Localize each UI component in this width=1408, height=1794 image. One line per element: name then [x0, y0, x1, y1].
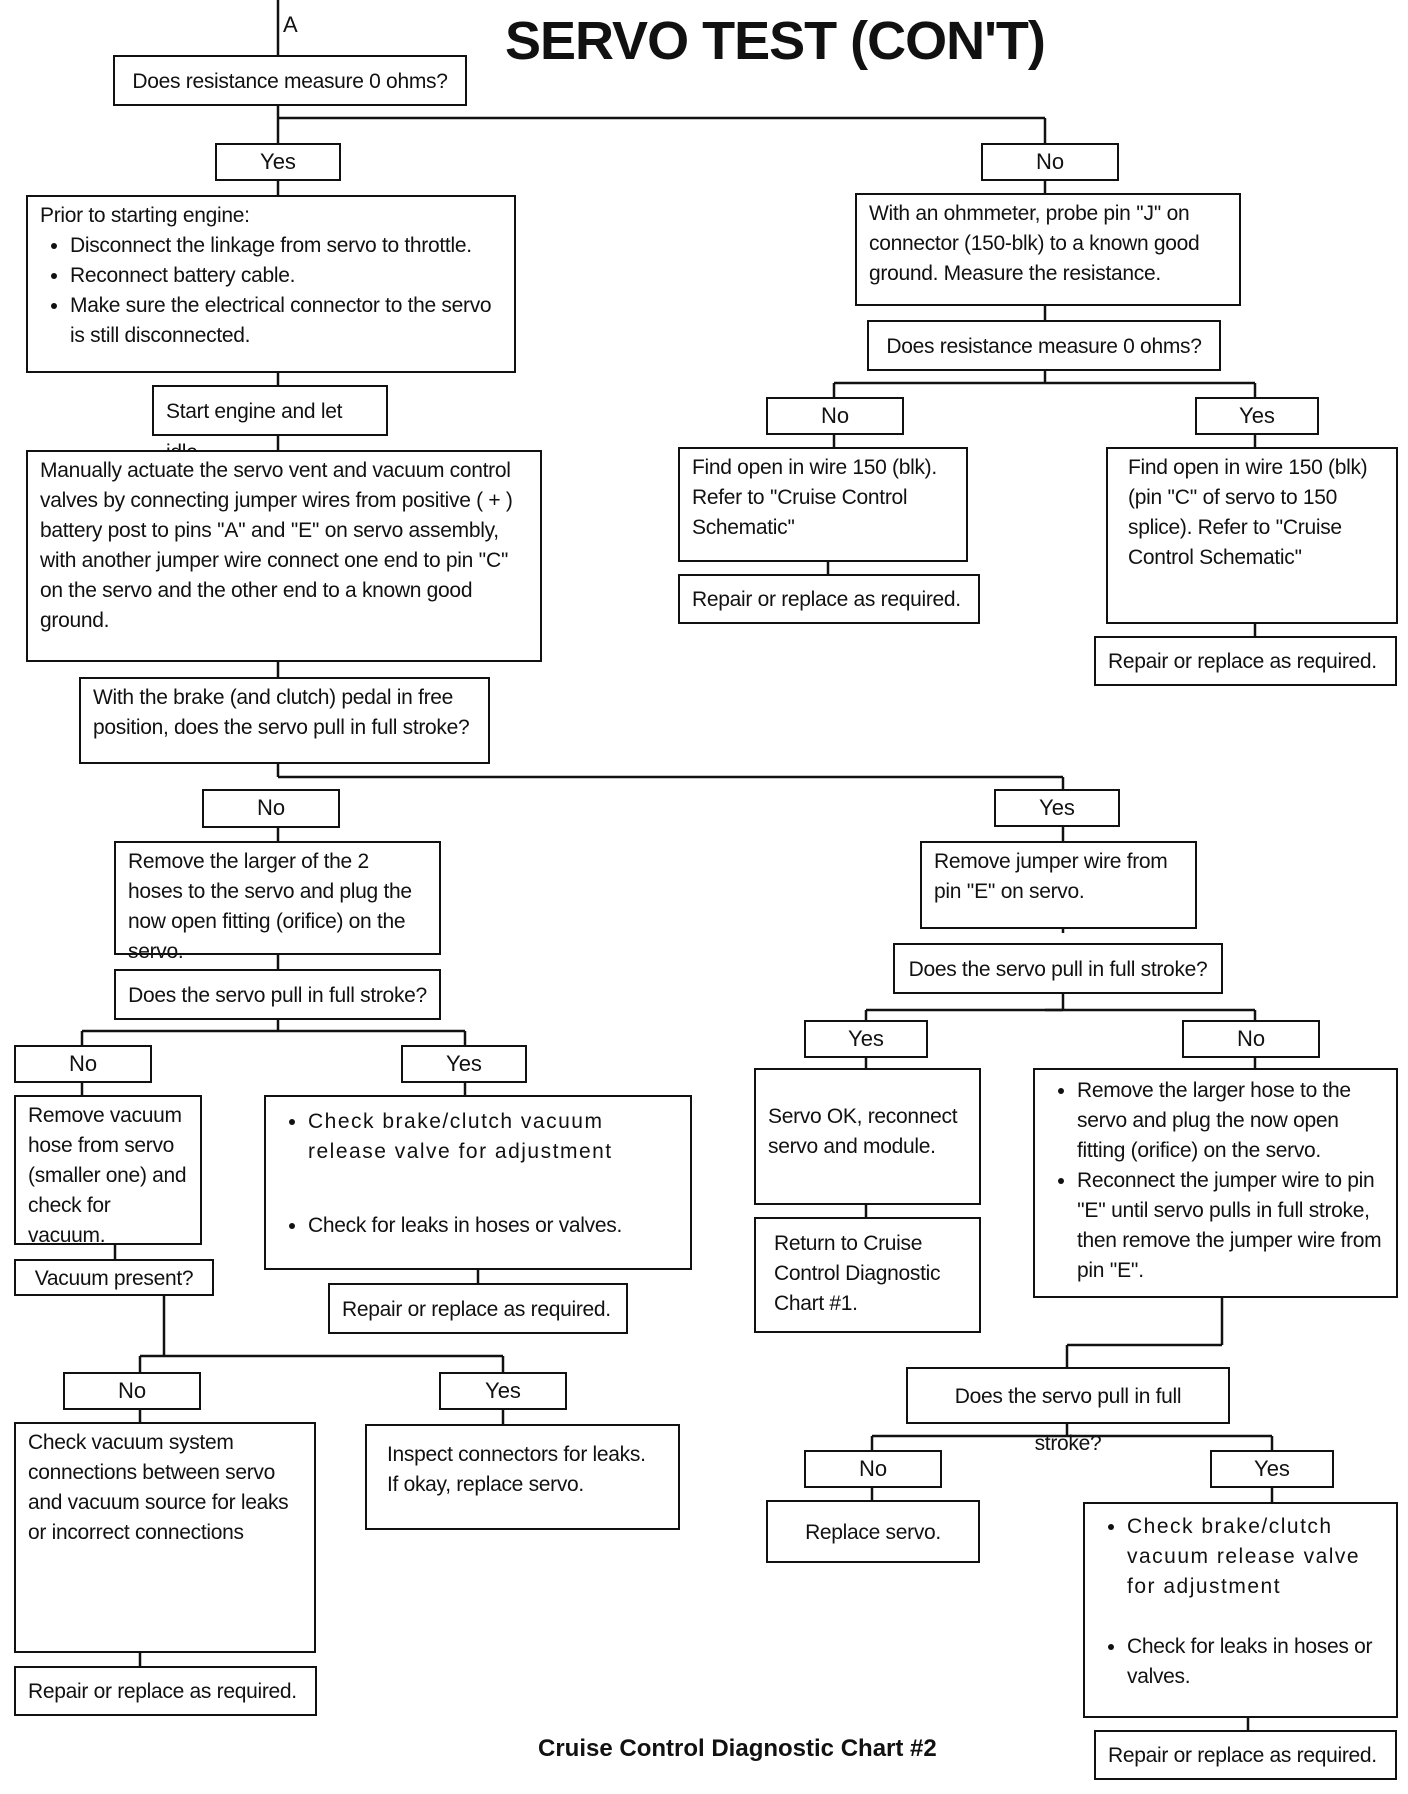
label-no-resistance: No — [981, 143, 1119, 181]
repair-box: Repair or replace as required. — [1094, 636, 1397, 686]
prior-to-starting-box: Prior to starting engine: Disconnect the… — [26, 195, 516, 373]
chart-caption: Cruise Control Diagnostic Chart #2 — [538, 1735, 937, 1762]
label-yes-brake: Yes — [994, 789, 1120, 827]
remove-larger-hose-box: Remove the larger of the 2 hoses to the … — [114, 841, 441, 963]
check-brake-valve-list: Check brake/clutch vacuum release valve … — [278, 1107, 678, 1241]
repair-box: Repair or replace as required. — [328, 1283, 628, 1334]
label-no-vacuum: No — [63, 1372, 201, 1410]
repair-box: Repair or replace as required. — [14, 1666, 317, 1716]
return-to-chart-1-box: Return to Cruise Control Diagnostic Char… — [754, 1217, 981, 1333]
question-resistance-top: Does resistance measure 0 ohms? — [113, 55, 467, 106]
start-engine-box: Start engine and let idle. — [152, 385, 388, 464]
repair-box: Repair or replace as required. — [678, 574, 980, 624]
page-title: SERVO TEST (CON'T) — [505, 11, 1046, 71]
prior-to-starting-title: Prior to starting engine: — [40, 204, 250, 227]
question-full-stroke-final: Does the servo pull in full stroke? — [906, 1367, 1230, 1455]
final-check-brake-box: Check brake/clutch vacuum release valve … — [1083, 1502, 1398, 1718]
question-vacuum-present: Vacuum present? — [14, 1259, 214, 1296]
list-item: Check brake/clutch vacuum release valve … — [308, 1107, 678, 1167]
list-item: Reconnect battery cable. — [70, 261, 502, 291]
find-open-150-box: Find open in wire 150 (blk). Refer to ''… — [678, 447, 968, 562]
question-brake-free-position: With the brake (and clutch) pedal in fre… — [79, 677, 490, 764]
label-no-mid: No — [1182, 1020, 1320, 1058]
remove-larger-hose-right-box: Remove the larger hose to the servo and … — [1033, 1068, 1398, 1298]
replace-servo-box: Replace servo. — [766, 1500, 980, 1563]
question-resistance-right: Does resistance measure 0 ohms? — [867, 320, 1221, 371]
servo-ok-box: Servo OK, reconnect servo and module. — [754, 1068, 981, 1205]
find-open-150-pinc-box: Find open in wire 150 (blk) (pin ''C'' o… — [1106, 447, 1398, 624]
check-vacuum-system-box: Check vacuum system connections between … — [14, 1422, 316, 1653]
inspect-connectors-box: Inspect connectors for leaks. If okay, r… — [365, 1424, 680, 1530]
list-item: Check for leaks in hoses or valves. — [1127, 1632, 1384, 1692]
question-full-stroke-left: Does the servo pull in full stroke? — [114, 969, 441, 1020]
label-yes-vacuum: Yes — [439, 1372, 567, 1410]
final-check-brake-list: Check brake/clutch vacuum release valve … — [1097, 1512, 1384, 1692]
list-item: Disconnect the linkage from servo to thr… — [70, 231, 502, 261]
question-full-stroke-mid: Does the servo pull in full stroke? — [893, 943, 1223, 994]
prior-to-starting-list: Disconnect the linkage from servo to thr… — [40, 231, 502, 351]
label-no-right: No — [766, 397, 904, 435]
label-no-brake: No — [202, 789, 340, 828]
label-yes-mid: Yes — [804, 1020, 928, 1058]
repair-box: Repair or replace as required. — [1094, 1730, 1397, 1780]
list-item: Check brake/clutch vacuum release valve … — [1127, 1512, 1384, 1602]
label-no-left: No — [14, 1045, 152, 1083]
remove-jumper-e-box: Remove jumper wire from pin ''E'' on ser… — [920, 841, 1197, 929]
label-yes-resistance: Yes — [215, 143, 341, 181]
label-yes-final: Yes — [1210, 1450, 1334, 1488]
label-yes-left: Yes — [401, 1045, 527, 1083]
remove-larger-hose-right-list: Remove the larger hose to the servo and … — [1047, 1076, 1384, 1286]
check-brake-valve-box: Check brake/clutch vacuum release valve … — [264, 1095, 692, 1270]
connector-marker-a: A — [283, 12, 298, 37]
label-no-final: No — [804, 1450, 942, 1488]
list-item: Make sure the electrical connector to th… — [70, 291, 502, 351]
manual-actuate-box: Manually actuate the servo vent and vacu… — [26, 450, 542, 662]
list-item: Check for leaks in hoses or valves. — [308, 1211, 678, 1241]
list-item: Reconnect the jumper wire to pin ''E'' u… — [1077, 1166, 1384, 1286]
label-yes-right: Yes — [1195, 397, 1319, 435]
list-item: Remove the larger hose to the servo and … — [1077, 1076, 1384, 1166]
remove-vacuum-hose-box: Remove vacuum hose from servo (smaller o… — [14, 1095, 202, 1247]
ohmmeter-probe-box: With an ohmmeter, probe pin ''J'' on con… — [855, 193, 1241, 306]
